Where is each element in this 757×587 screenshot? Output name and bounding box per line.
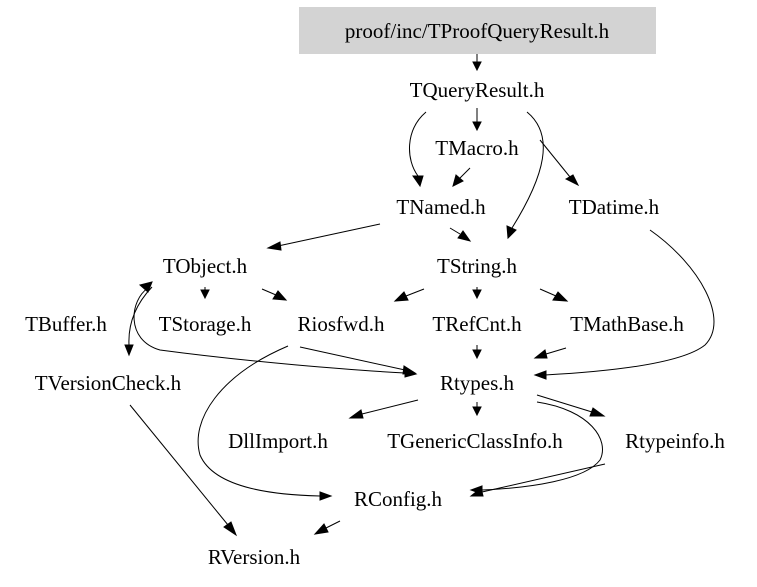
edge-rtypes-dllimport (361, 399, 419, 415)
edge-tstring-riosfwd (405, 288, 425, 297)
node-tbuffer[interactable]: TBuffer.h (25, 312, 107, 336)
edge-tversioncheck-rversion (129, 404, 229, 526)
edge-tobject-riosfwd (261, 288, 277, 296)
node-tqueryresult[interactable]: TQueryResult.h (410, 78, 545, 102)
node-tobject[interactable]: TObject.h (163, 254, 248, 278)
node-rversion[interactable]: RVersion.h (208, 545, 301, 569)
node-rconfig[interactable]: RConfig.h (354, 487, 443, 511)
edge-tqueryresult-tstring (511, 111, 544, 229)
arrowhead-tmathbase (552, 291, 569, 302)
edge-rtypeinfo-rconfig (481, 463, 606, 493)
node-tversioncheck[interactable]: TVersionCheck.h (35, 371, 182, 395)
arrowhead-rversion-from-tversioncheck (223, 521, 238, 537)
edge-tmathbase-rtypes (545, 347, 567, 355)
arrowhead-tversioncheck (124, 344, 134, 357)
edge-riosfwd-rconfig (197, 345, 321, 497)
graph-edges (124, 54, 715, 537)
node-tstorage[interactable]: TStorage.h (159, 312, 252, 336)
node-tgenericclassinfo[interactable]: TGenericClassInfo.h (387, 429, 563, 453)
edge-tnamed-tobject (277, 223, 381, 247)
arrowhead-tgenericclassinfo (472, 406, 482, 417)
arrowhead-tqueryresult (472, 61, 482, 72)
arrowhead-tobject-back (138, 281, 153, 293)
arrowhead-tmacro (472, 121, 482, 132)
edge-riosfwd-rtypes (299, 346, 406, 371)
node-rtypeinfo[interactable]: Rtypeinfo.h (625, 429, 725, 453)
arrowhead-tstring-from-tnamed (457, 230, 472, 242)
node-tnamed[interactable]: TNamed.h (396, 195, 486, 219)
edge-rconfig-rversion (325, 520, 341, 529)
arrowhead-rtypes-from-tdatime (533, 370, 547, 380)
root-node-box (299, 7, 656, 54)
edge-rtypes-rtypeinfo (536, 394, 593, 413)
node-root[interactable]: proof/inc/TProofQueryResult.h (345, 19, 610, 43)
arrowhead-tdatime (564, 174, 580, 187)
arrowhead-rtypeinfo (589, 407, 606, 417)
edge-tmacro-tnamed (459, 167, 471, 179)
node-rtypes[interactable]: Rtypes.h (440, 371, 515, 395)
edge-tqueryresult-tnamed (408, 111, 427, 177)
edge-tqueryresult-tdatime (539, 139, 571, 178)
node-tmathbase[interactable]: TMathBase.h (570, 312, 684, 336)
arrowhead-trefcnt (472, 289, 482, 300)
arrowhead-rtypes-from-riosfwd (402, 365, 417, 375)
arrowhead-dllimport (348, 409, 364, 419)
arrowhead-tstorage (200, 289, 210, 300)
edge-tstring-tmathbase (539, 288, 557, 297)
graph-nodes: proof/inc/TProofQueryResult.h TQueryResu… (25, 19, 725, 569)
arrowhead-tstring-from-tqueryresult (506, 225, 517, 240)
arrowhead-tnamed-from-tqueryresult (412, 175, 424, 188)
node-dllimport[interactable]: DllImport.h (228, 429, 328, 453)
node-tdatime[interactable]: TDatime.h (569, 195, 660, 219)
arrowhead-tnamed-from-tmacro (452, 174, 464, 187)
arrowhead-tobject-from-tnamed (266, 241, 282, 251)
edge-tobject-rtypes (133, 287, 406, 374)
arrowhead-rversion-from-rconfig (313, 523, 329, 535)
node-tmacro[interactable]: TMacro.h (435, 136, 519, 160)
edge-tnamed-tstring (449, 227, 461, 235)
arrowhead-rconfig-from-riosfwd (319, 491, 333, 501)
node-tstring[interactable]: TString.h (437, 254, 517, 278)
arrowhead-rtypes-from-tmathbase (533, 349, 548, 359)
arrowhead-riosfwd-from-tstring (393, 291, 409, 302)
arrowhead-rconfig-from-rtypeinfo (469, 487, 484, 497)
edge-rtypes-rconfig (481, 401, 603, 491)
node-trefcnt[interactable]: TRefCnt.h (432, 312, 522, 336)
arrowhead-riosfwd-from-tobject (272, 290, 288, 301)
edge-tdatime-rtypes (544, 229, 715, 376)
arrowhead-rtypes-from-trefcnt (472, 349, 482, 360)
node-riosfwd[interactable]: Riosfwd.h (298, 312, 385, 336)
